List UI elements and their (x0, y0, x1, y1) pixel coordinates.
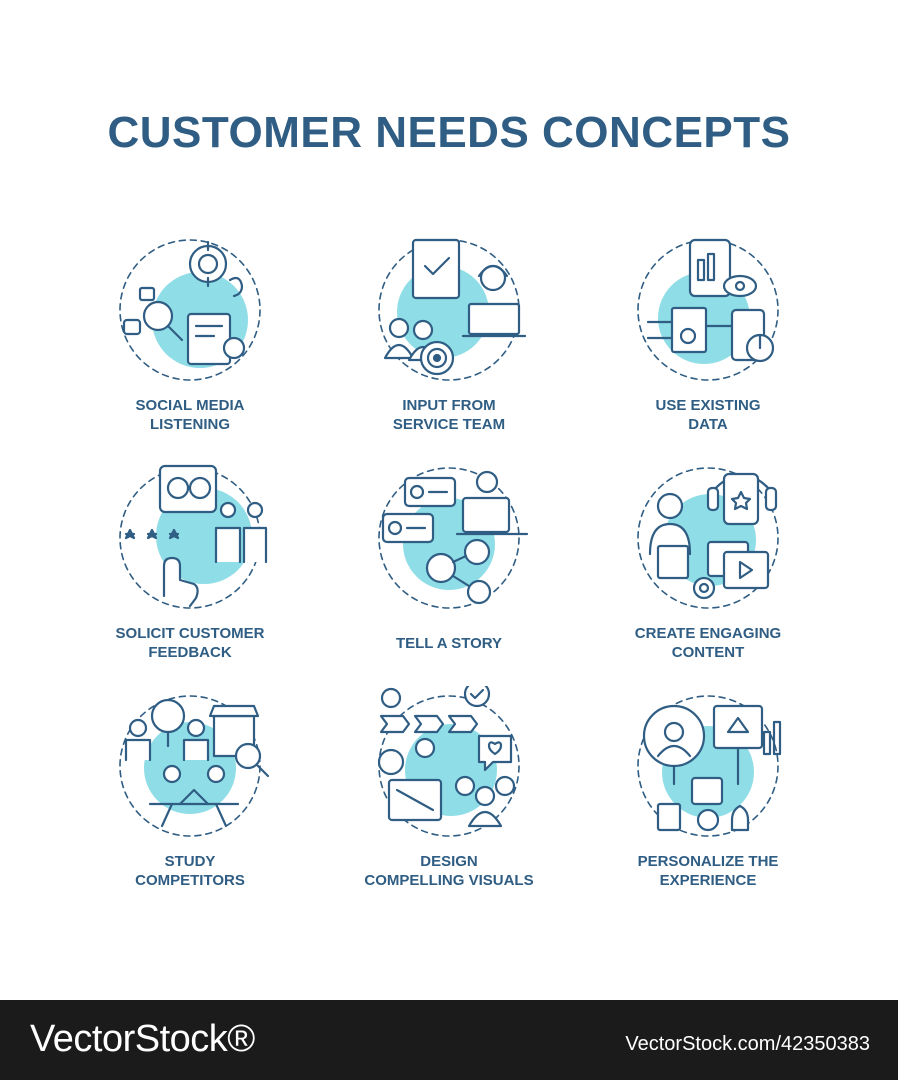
design-compelling-visuals-icon (369, 686, 529, 846)
concept-tell-a-story: TELL A STORY (319, 458, 579, 653)
personalize-the-experience-icon (628, 686, 788, 846)
concept-input-from-service-team: INPUT FROM SERVICE TEAM (319, 230, 579, 434)
concept-create-engaging-content: CREATE ENGAGING CONTENT (578, 458, 838, 662)
image-id: VectorStock.com/42350383 (625, 1033, 870, 1055)
study-competitors-icon (110, 686, 270, 846)
page-title: CUSTOMER NEEDS CONCEPTS (107, 108, 791, 157)
concept-use-existing-data: USE EXISTING DATA (578, 230, 838, 434)
concept-label: USE EXISTING DATA (655, 397, 761, 433)
concept-social-media-listening: SOCIAL MEDIA LISTENING (60, 230, 320, 434)
concept-personalize-the-experience: PERSONALIZE THE EXPERIENCE (578, 686, 838, 890)
create-engaging-content-icon (628, 458, 788, 618)
vectorstock-logo: VectorStock® (30, 1018, 255, 1060)
concept-label: STUDY COMPETITORS (135, 853, 245, 889)
concept-label: SOLICIT CUSTOMER FEEDBACK (115, 625, 265, 661)
concept-label: DESIGN COMPELLING VISUALS (364, 853, 534, 889)
social-media-listening-icon (110, 230, 270, 390)
concept-label: INPUT FROM SERVICE TEAM (392, 397, 506, 433)
concept-label: SOCIAL MEDIA LISTENING (135, 397, 245, 433)
concept-label: PERSONALIZE THE EXPERIENCE (637, 853, 779, 889)
tell-a-story-icon (369, 458, 529, 618)
concept-design-compelling-visuals: DESIGN COMPELLING VISUALS (319, 686, 579, 890)
use-existing-data-icon (628, 230, 788, 390)
concept-label: CREATE ENGAGING CONTENT (634, 625, 782, 661)
input-from-service-team-icon (369, 230, 529, 390)
footer-bar: VectorStock® VectorStock.com/42350383 (0, 1000, 898, 1080)
concepts-grid: SOCIAL MEDIA LISTENING INPUT FROM SERVIC… (0, 220, 898, 920)
concept-study-competitors: STUDY COMPETITORS (60, 686, 320, 890)
solicit-customer-feedback-icon (110, 458, 270, 618)
concept-solicit-customer-feedback: SOLICIT CUSTOMER FEEDBACK (60, 458, 320, 662)
concept-label: TELL A STORY (395, 635, 503, 652)
